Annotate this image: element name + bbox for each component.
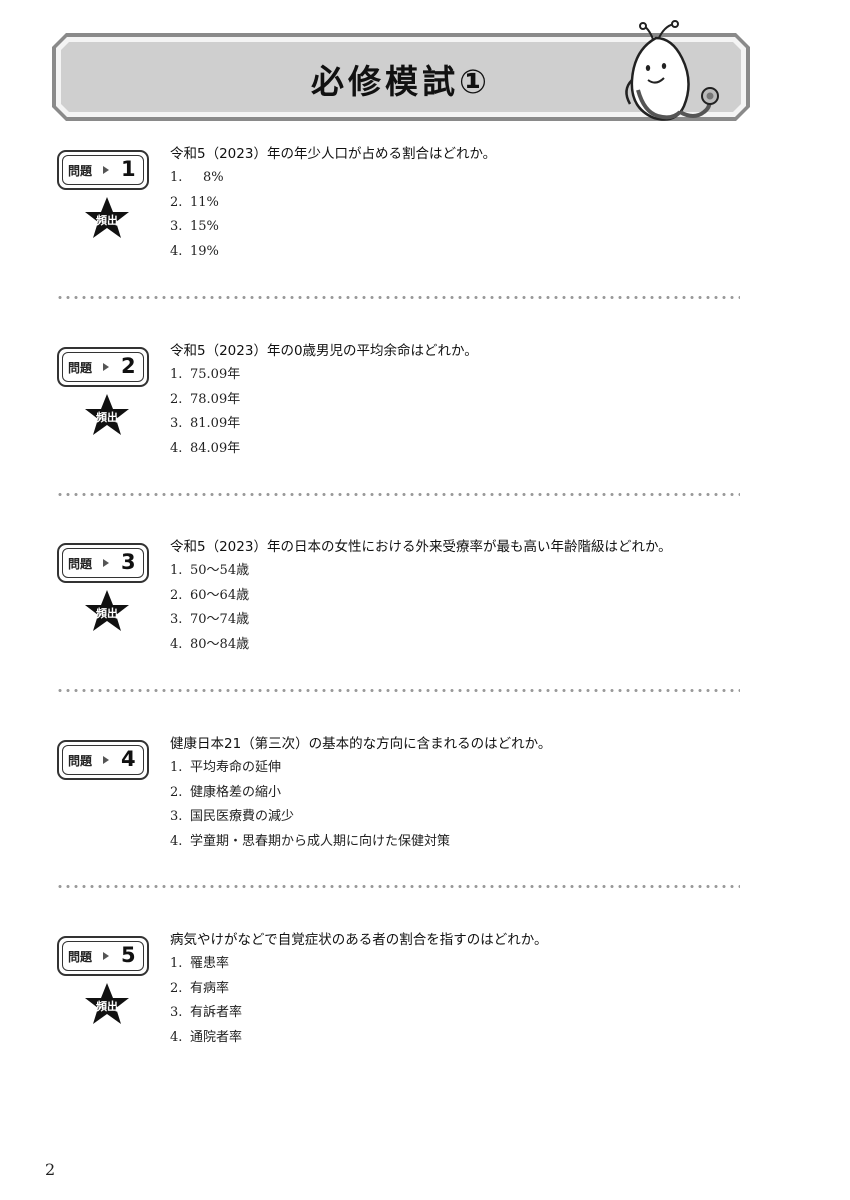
choice-item[interactable]: 1.50～54歳: [170, 563, 250, 578]
frequent-star-badge: 頻出: [84, 393, 130, 437]
question-badge: 問題 5: [57, 936, 149, 976]
frequent-label: 頻出: [96, 411, 118, 424]
choice-item[interactable]: 3.有訴者率: [170, 1005, 243, 1021]
question-label: 問題: [68, 950, 93, 964]
question-badge: 問題 1: [57, 150, 149, 190]
choice-list: 1.平均寿命の延伸 2.健康格差の縮小 3.国民医療費の減少 4.学童期・思春期…: [170, 756, 450, 854]
dotted-divider: [56, 885, 740, 888]
question-label: 問題: [68, 164, 93, 178]
question-2: 問題 2 頻出 令和5（2023）年の0歳男児の平均余命はどれか。 1.75.0…: [0, 343, 850, 487]
question-label: 問題: [68, 754, 93, 768]
choice-item[interactable]: 4.通院者率: [170, 1029, 243, 1045]
question-text: 令和5（2023）年の0歳男児の平均余命はどれか。: [170, 343, 478, 359]
page-number: 2: [45, 1160, 56, 1179]
choice-list: 1.75.09年 2.78.09年 3.81.09年 4.84.09年: [170, 363, 240, 461]
choice-item[interactable]: 2.有病率: [170, 980, 230, 996]
frequent-label: 頻出: [96, 214, 118, 227]
choice-item[interactable]: 2.60～64歳: [170, 587, 250, 603]
question-badge: 問題 2: [57, 347, 149, 387]
choice-item[interactable]: 2.健康格差の縮小: [170, 784, 282, 800]
choice-list: 1. 8% 2.11% 3.15% 4.19%: [170, 166, 224, 264]
star-icon: [85, 394, 129, 435]
choice-item[interactable]: 1. 8%: [170, 170, 224, 185]
question-text: 健康日本21（第三次）の基本的な方向に含まれるのはどれか。: [170, 736, 552, 752]
frequent-star-badge: 頻出: [84, 589, 130, 633]
mascot-stethoscope-icon: [625, 20, 719, 121]
play-arrow-icon: [103, 559, 109, 567]
dotted-divider: [56, 689, 740, 692]
question-3: 問題 3 頻出 令和5（2023）年の日本の女性における外来受療率が最も高い年齢…: [0, 539, 850, 683]
play-arrow-icon: [103, 952, 109, 960]
star-icon: [85, 197, 129, 238]
choice-item[interactable]: 3.15%: [170, 219, 219, 235]
play-arrow-icon: [103, 756, 109, 764]
frequent-label: 頻出: [96, 607, 118, 620]
choice-list: 1.50～54歳 2.60～64歳 3.70～74歳 4.80～84歳: [170, 559, 249, 657]
question-number: 5: [121, 943, 136, 967]
question-label: 問題: [68, 361, 93, 375]
question-number: 3: [121, 550, 136, 574]
question-number: 2: [121, 354, 136, 378]
choice-list: 1.罹患率 2.有病率 3.有訴者率 4.通院者率: [170, 952, 242, 1050]
choice-item[interactable]: 1.75.09年: [170, 367, 241, 382]
choice-item[interactable]: 4.84.09年: [170, 440, 241, 456]
dotted-divider: [56, 493, 740, 496]
frequent-star-badge: 頻出: [84, 982, 130, 1026]
question-5: 問題 5 頻出 病気やけがなどで自覚症状のある者の割合を指すのはどれか。 1.罹…: [0, 932, 850, 1076]
question-4: 問題 4 健康日本21（第三次）の基本的な方向に含まれるのはどれか。 1.平均寿…: [0, 736, 850, 880]
play-arrow-icon: [103, 363, 109, 371]
question-badge: 問題 4: [57, 740, 149, 780]
choice-item[interactable]: 3.81.09年: [170, 416, 241, 432]
choice-item[interactable]: 4.19%: [170, 243, 219, 259]
question-badge: 問題 3: [57, 543, 149, 583]
choice-item[interactable]: 1.罹患率: [170, 956, 230, 971]
question-number: 4: [121, 747, 136, 771]
choice-item[interactable]: 1.平均寿命の延伸: [170, 760, 282, 775]
page-title: 必修模試①: [311, 62, 491, 101]
question-text: 令和5（2023）年の日本の女性における外来受療率が最も高い年齢階級はどれか。: [170, 539, 672, 555]
question-number: 1: [121, 157, 136, 181]
choice-item[interactable]: 3.70～74歳: [170, 612, 250, 628]
choice-item[interactable]: 3.国民医療費の減少: [170, 809, 295, 825]
play-arrow-icon: [103, 166, 109, 174]
frequent-star-badge: 頻出: [84, 196, 130, 240]
frequent-label: 頻出: [96, 1000, 118, 1013]
question-text: 令和5（2023）年の年少人口が占める割合はどれか。: [170, 146, 497, 162]
question-text: 病気やけがなどで自覚症状のある者の割合を指すのはどれか。: [170, 932, 548, 948]
star-icon: [85, 590, 129, 631]
choice-item[interactable]: 2.11%: [170, 194, 219, 210]
dotted-divider: [56, 296, 740, 299]
question-label: 問題: [68, 557, 93, 571]
question-1: 問題 1 頻出 令和5（2023）年の年少人口が占める割合はどれか。 1. 8%…: [0, 146, 850, 290]
star-icon: [85, 983, 129, 1024]
choice-item[interactable]: 4.学童期・思春期から成人期に向けた保健対策: [170, 833, 451, 849]
choice-item[interactable]: 4.80～84歳: [170, 636, 250, 652]
choice-item[interactable]: 2.78.09年: [170, 391, 241, 407]
